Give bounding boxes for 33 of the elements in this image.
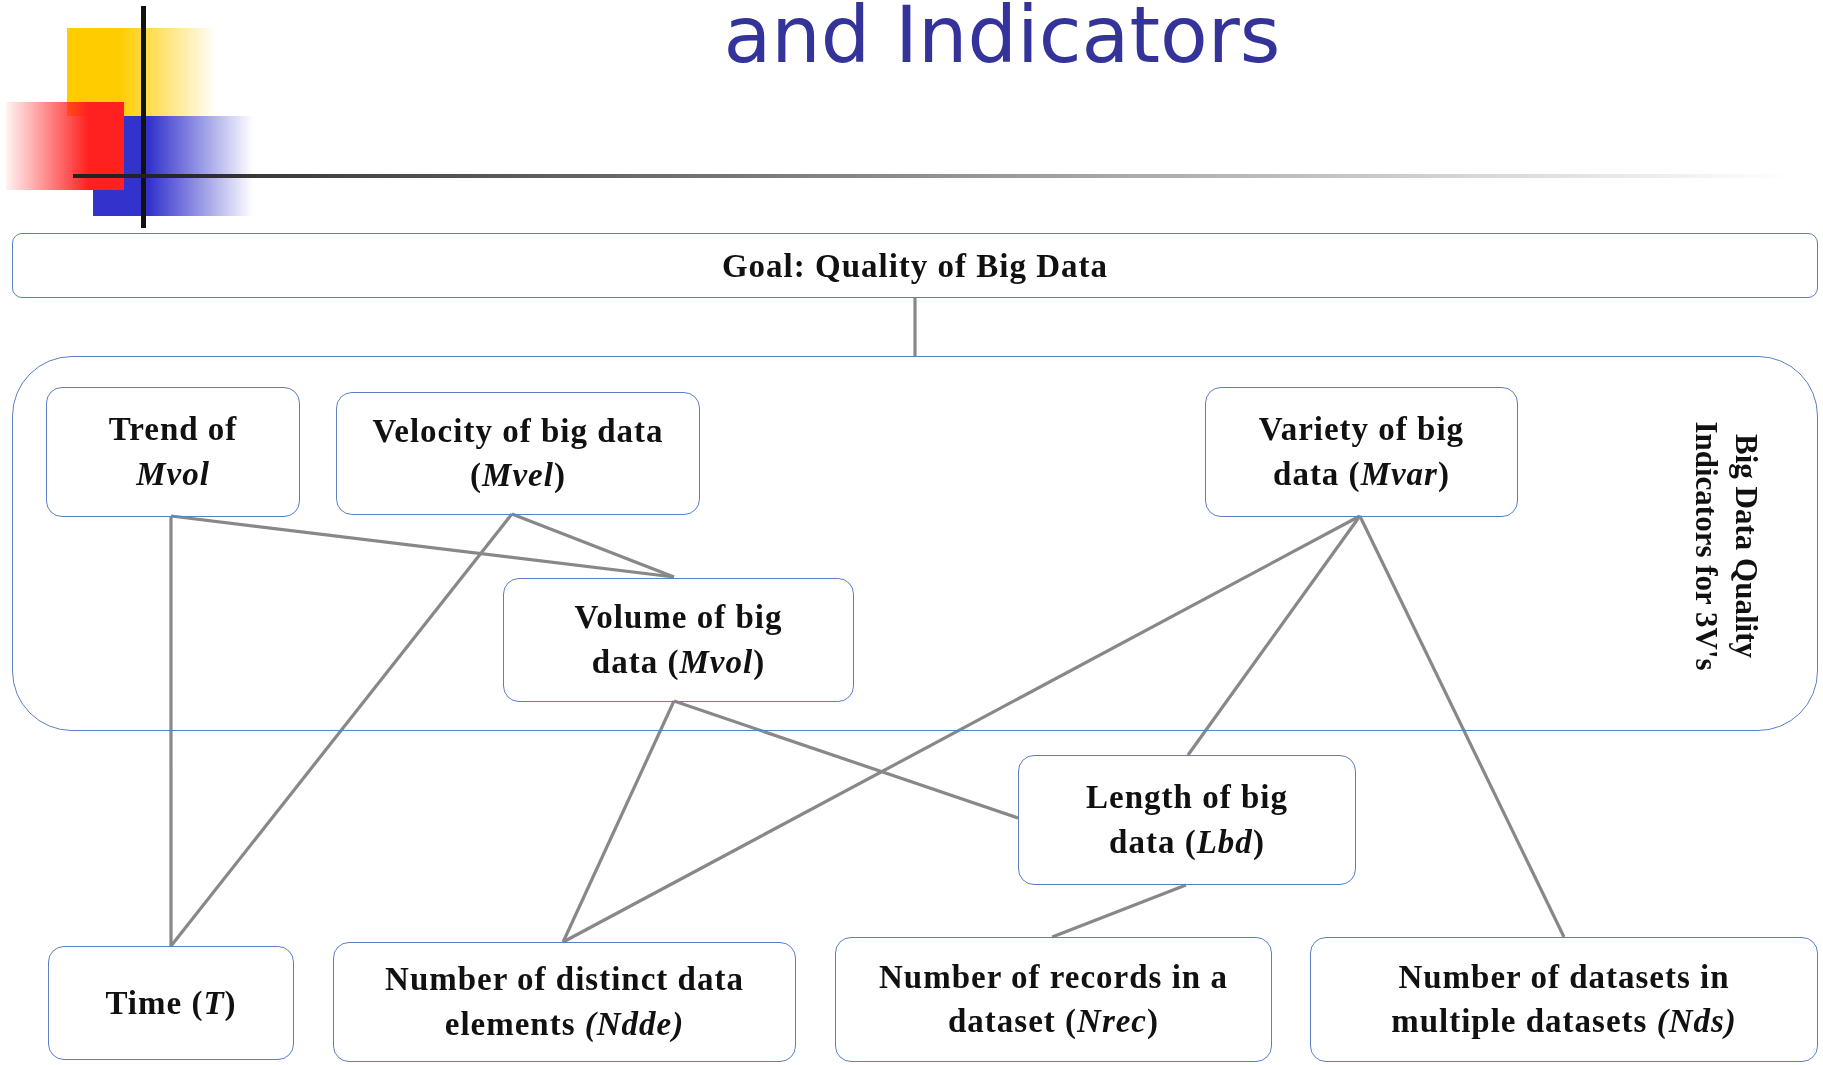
node-label: Variety of big data (Mvar)	[1257, 410, 1466, 494]
connector-line	[1358, 515, 1566, 938]
connector-line	[561, 700, 676, 943]
group-label: Big Data Quality Indicators for 3V's	[1687, 420, 1765, 673]
indicator-box	[48, 946, 294, 1060]
node-label: Goal: Quality of Big Data	[720, 246, 1110, 286]
connector-line	[511, 512, 675, 579]
connector-line	[673, 699, 1019, 820]
node-label: Time (T)	[104, 983, 238, 1023]
goal-box	[12, 233, 1818, 298]
node-label: Number of datasets in multiple datasets (Nds)	[1390, 957, 1738, 1042]
node-label: Volume of big data (Mvol)	[573, 598, 784, 682]
node-label: Trend of Mvol	[107, 410, 239, 494]
node-label: Velocity of big data (Mvel)	[371, 411, 665, 496]
connector-line	[913, 298, 917, 356]
connector-line	[1051, 883, 1187, 939]
node-label: Number of records in a dataset (Nrec)	[878, 957, 1229, 1042]
connector-line	[169, 513, 514, 947]
indicator-box	[503, 578, 854, 702]
indicator-box	[46, 387, 300, 517]
slide-title: and Indicators	[722, 0, 1282, 74]
indicator-box	[333, 942, 796, 1062]
indicator-box	[336, 392, 700, 515]
node-label: Length of big data (Lbd)	[1085, 778, 1289, 862]
group-panel	[12, 356, 1818, 731]
indicator-box	[1310, 937, 1818, 1062]
node-label: Number of distinct data elements (Ndde)	[384, 960, 745, 1044]
connector-line	[1186, 515, 1362, 756]
connector-line	[562, 514, 1361, 944]
connector-line	[169, 516, 173, 946]
indicator-box	[835, 937, 1272, 1062]
indicator-box	[1205, 387, 1518, 517]
indicator-box	[1018, 755, 1356, 885]
